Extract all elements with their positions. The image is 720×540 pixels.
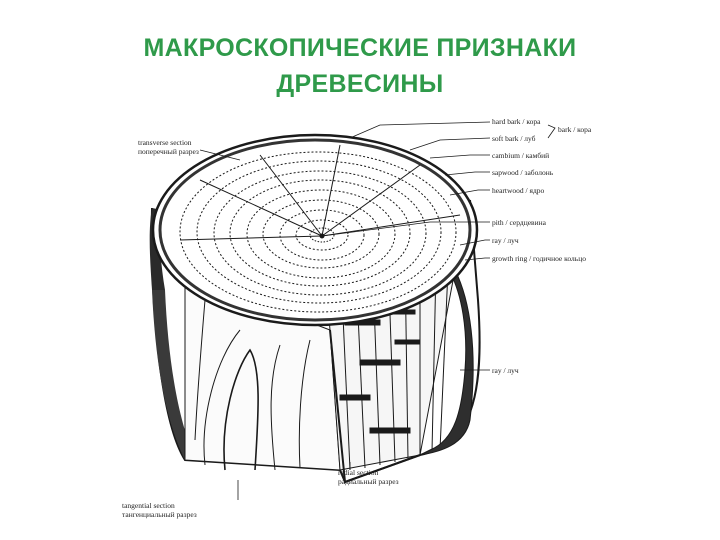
leader-lines: [199, 121, 556, 500]
label-radial-en: radial section: [338, 468, 378, 477]
label-sapwood: sapwood / заболонь: [492, 168, 554, 177]
right-bark: [419, 269, 474, 456]
label-transverse-en: transverse section: [138, 138, 192, 147]
label-pith: pith / сердцевина: [492, 218, 547, 227]
label-bark-group: bark / кора: [558, 125, 592, 134]
slide-title-line-1: МАКРОСКОПИЧЕСКИЕ ПРИЗНАКИ: [143, 34, 577, 62]
label-hard-bark: hard bark / кора: [492, 117, 541, 126]
label-cambium: cambium / камбий: [492, 151, 549, 160]
label-radial-ru: радиальный разрез: [338, 477, 399, 486]
label-tangential-ru: тангенциальный разрез: [122, 510, 197, 519]
slide-title-line-2: ДРЕВЕСИНЫ: [276, 70, 444, 98]
label-heartwood: heartwood / ядро: [492, 186, 545, 195]
transverse-face: [151, 133, 479, 327]
label-tangential-en: tangential section: [122, 501, 175, 510]
label-ray-lower: ray / луч: [492, 366, 519, 375]
label-transverse-ru: поперечный разрез: [138, 147, 199, 156]
label-soft-bark: soft bark / луб: [492, 134, 536, 143]
slide-title: МАКРОСКОПИЧЕСКИЕ ПРИЗНАКИ ДРЕВЕСИНЫ: [0, 30, 720, 102]
label-ray: ray / луч: [492, 236, 519, 245]
label-growth-ring: growth ring / годичное кольцо: [492, 254, 586, 263]
